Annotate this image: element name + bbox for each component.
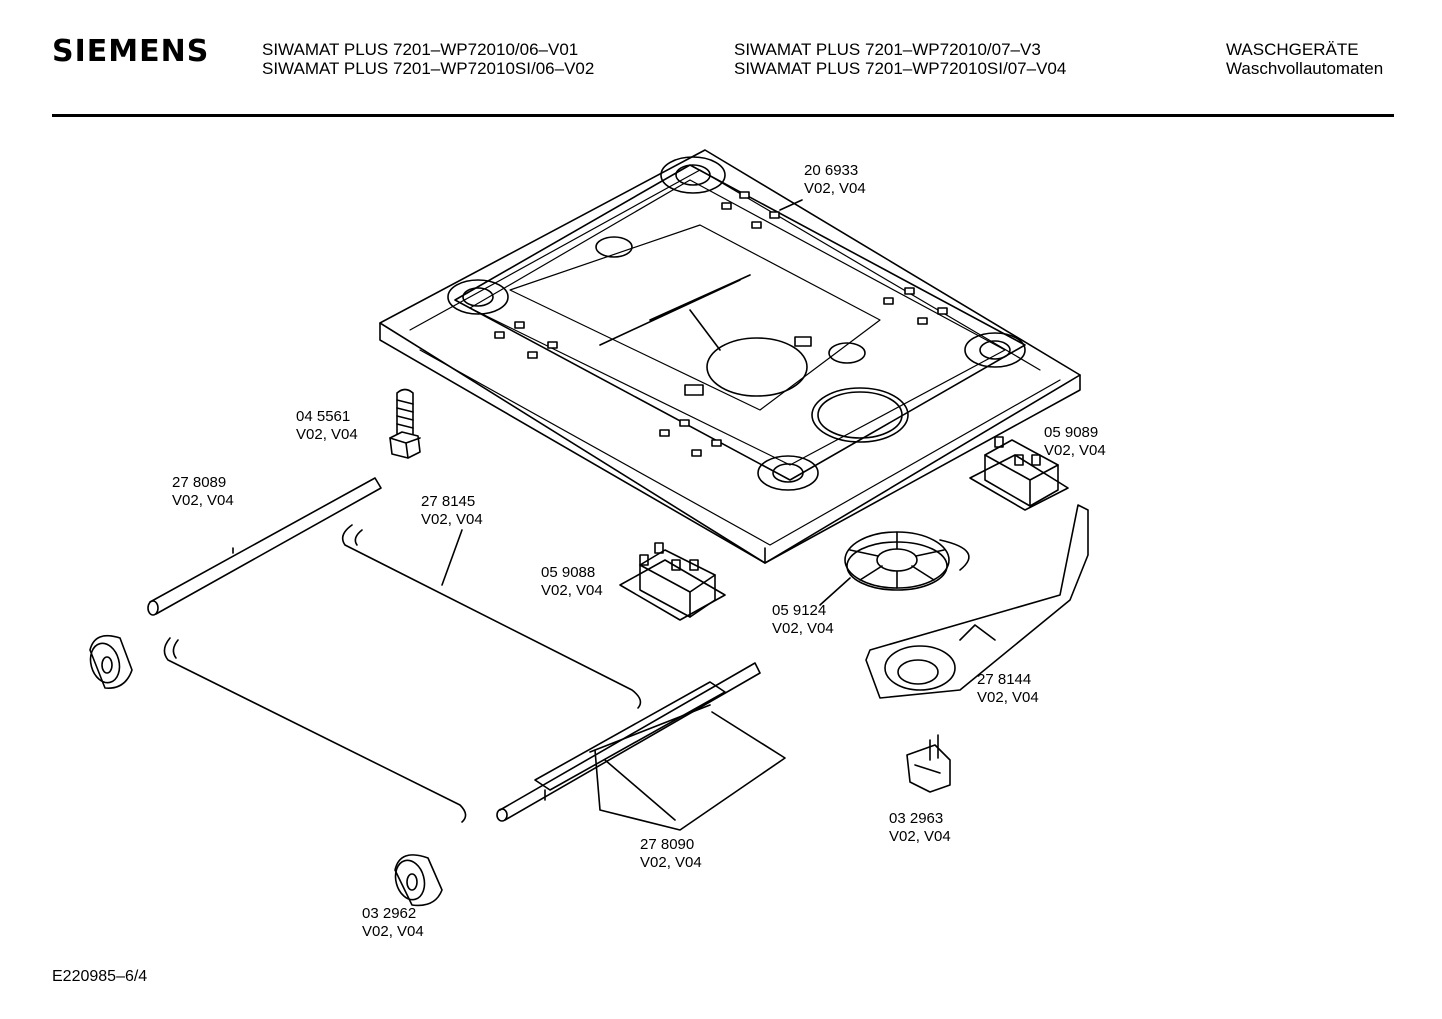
header-divider bbox=[52, 114, 1394, 117]
part-label-032962: 03 2962 V02, V04 bbox=[362, 905, 424, 941]
clip-drawing bbox=[906, 734, 951, 793]
frame-drawing bbox=[496, 662, 786, 831]
part-number: 05 9088 bbox=[541, 564, 596, 581]
bracket-drawing bbox=[865, 504, 1089, 699]
screw-drawing bbox=[389, 388, 421, 459]
part-number: 27 8090 bbox=[640, 836, 695, 853]
part-label-059124: 05 9124 V02, V04 bbox=[772, 602, 834, 638]
part-number: 05 9124 bbox=[772, 602, 827, 619]
part-label-278089: 27 8089 V02, V04 bbox=[172, 474, 234, 510]
category-line: WASCHGERÄTE bbox=[1226, 40, 1359, 59]
part-variants: V02, V04 bbox=[772, 620, 834, 637]
model-line: SIWAMAT PLUS 7201–WP72010SI/06–V02 bbox=[262, 59, 595, 78]
category-heading: WASCHGERÄTE Waschvollautomaten bbox=[1226, 40, 1383, 78]
part-variants: V02, V04 bbox=[172, 492, 234, 509]
part-variants: V02, V04 bbox=[421, 511, 483, 528]
part-label-278090: 27 8090 V02, V04 bbox=[640, 836, 702, 872]
part-variants: V02, V04 bbox=[804, 180, 866, 197]
model-line: SIWAMAT PLUS 7201–WP72010/07–V3 bbox=[734, 40, 1041, 59]
part-label-045561: 04 5561 V02, V04 bbox=[296, 408, 358, 444]
part-number: 03 2963 bbox=[889, 810, 944, 827]
part-number: 20 6933 bbox=[804, 162, 859, 179]
part-variants: V02, V04 bbox=[640, 854, 702, 871]
siemens-logo: SIEMENS bbox=[52, 34, 210, 69]
part-number: 27 8145 bbox=[421, 493, 476, 510]
cap-bottom-drawing bbox=[394, 854, 443, 907]
model-list-1: SIWAMAT PLUS 7201–WP72010/06–V01 SIWAMAT… bbox=[262, 40, 594, 78]
part-number: 03 2962 bbox=[362, 905, 417, 922]
category-line: Waschvollautomaten bbox=[1226, 59, 1384, 78]
base-plate-drawing bbox=[379, 149, 1081, 564]
model-line: SIWAMAT PLUS 7201–WP72010/06–V01 bbox=[262, 40, 579, 59]
part-variants: V02, V04 bbox=[541, 582, 603, 599]
strut-drawing bbox=[163, 524, 642, 823]
disc-drawing bbox=[819, 531, 970, 606]
rod-drawing bbox=[147, 477, 382, 616]
switch-right-drawing bbox=[969, 436, 1069, 511]
part-number: 04 5561 bbox=[296, 408, 351, 425]
part-number: 27 8144 bbox=[977, 671, 1032, 688]
leader-206933 bbox=[779, 199, 803, 211]
part-variants: V02, V04 bbox=[977, 689, 1039, 706]
part-label-059088: 05 9088 V02, V04 bbox=[541, 564, 603, 600]
drawing-id: E220985–6/4 bbox=[52, 968, 148, 985]
model-list-2: SIWAMAT PLUS 7201–WP72010/07–V3 SIWAMAT … bbox=[734, 40, 1066, 78]
cap-left-drawing bbox=[89, 634, 133, 689]
part-label-278144: 27 8144 V02, V04 bbox=[977, 671, 1039, 707]
part-variants: V02, V04 bbox=[362, 923, 424, 940]
switch-left-drawing bbox=[619, 542, 726, 621]
part-variants: V02, V04 bbox=[1044, 442, 1106, 459]
model-line: SIWAMAT PLUS 7201–WP72010SI/07–V04 bbox=[734, 59, 1067, 78]
part-number: 27 8089 bbox=[172, 474, 227, 491]
part-variants: V02, V04 bbox=[889, 828, 951, 845]
part-number: 05 9089 bbox=[1044, 424, 1099, 441]
part-label-059089: 05 9089 V02, V04 bbox=[1044, 424, 1106, 460]
part-label-206933: 20 6933 V02, V04 bbox=[804, 162, 866, 198]
part-label-032963: 03 2963 V02, V04 bbox=[889, 810, 951, 846]
part-variants: V02, V04 bbox=[296, 426, 358, 443]
part-label-278145: 27 8145 V02, V04 bbox=[421, 493, 483, 529]
